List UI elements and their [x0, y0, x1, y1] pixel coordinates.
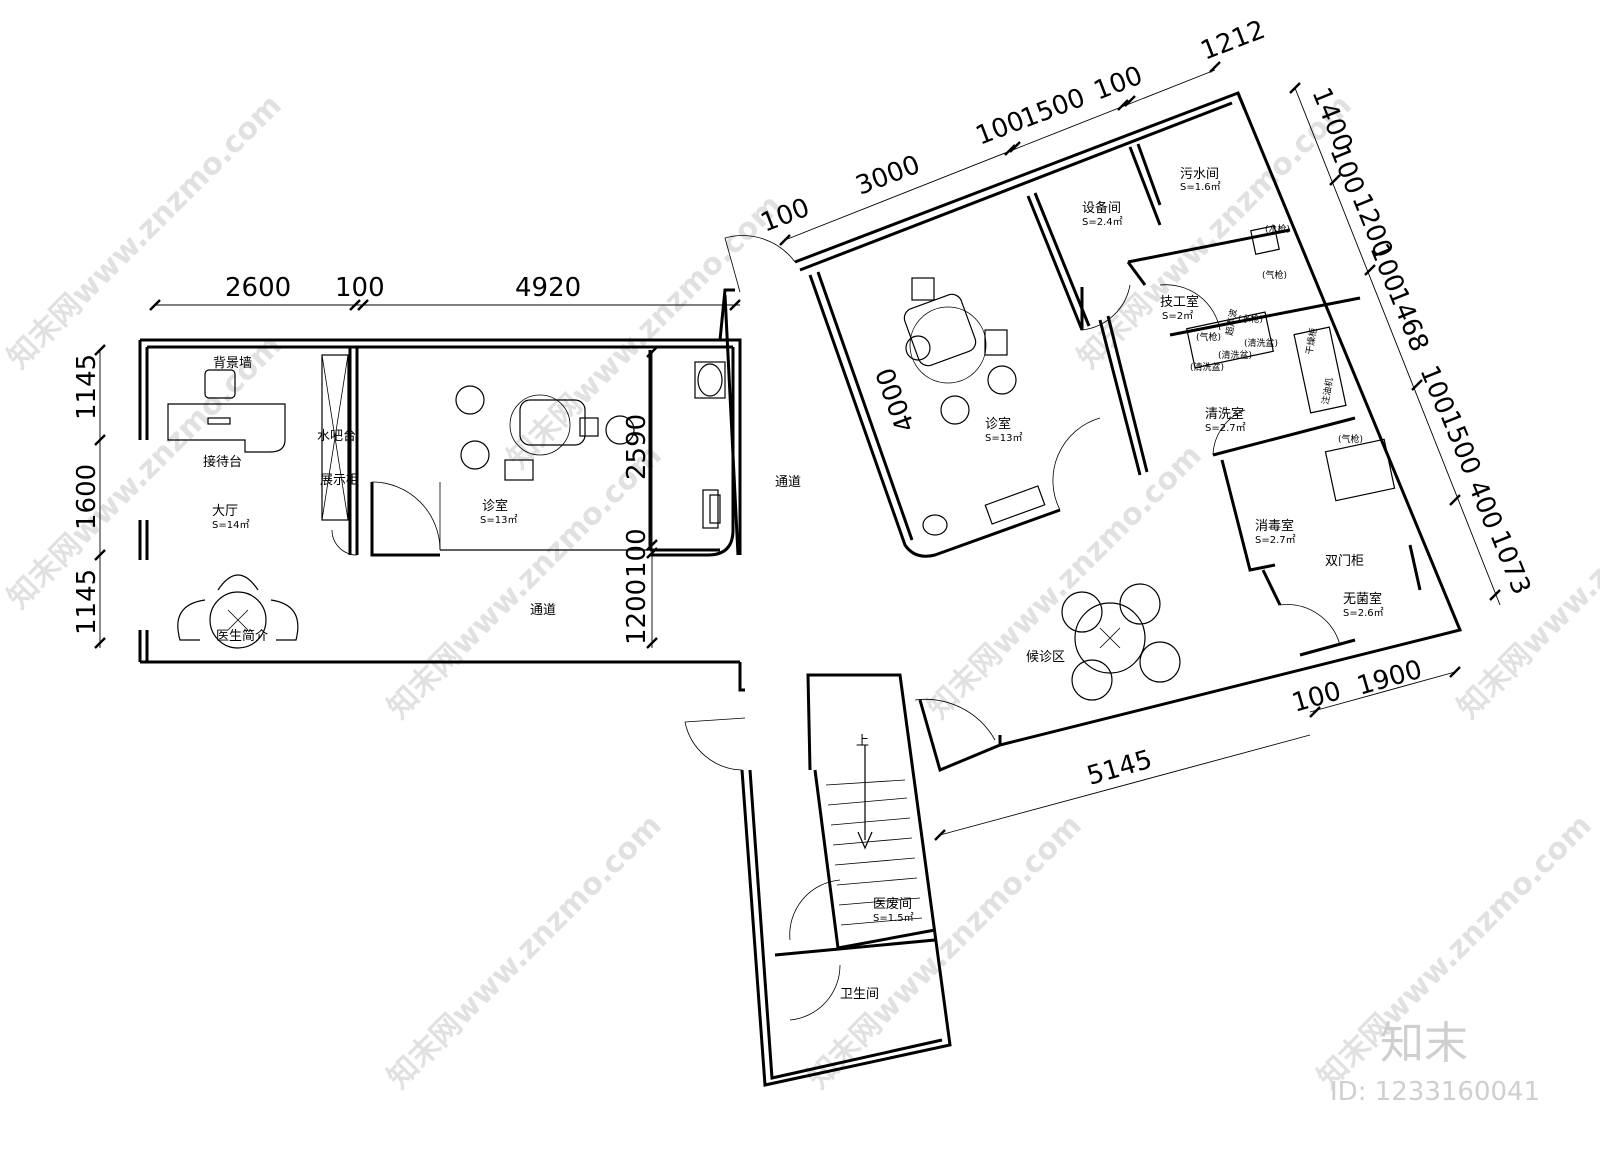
watermark-text: 知末网www.znzmo.com — [1, 328, 289, 616]
right-clinic-chair — [903, 277, 1046, 536]
label-equipment-2: 注油机 — [1319, 377, 1336, 406]
label-medical-waste: 医废间 — [873, 896, 912, 912]
watermark-text: 知末网www.znzmo.com — [1, 88, 289, 376]
left-doors — [331, 481, 441, 556]
label-medical-waste-area: S=1.5㎡ — [873, 912, 914, 924]
label-display-cabinet: 展示柜 — [320, 473, 359, 488]
label-wash-basin-3: (清洗盆) — [1244, 337, 1278, 349]
label-doctor-intro: 医生简介 — [216, 628, 268, 644]
dim-right-room-height: 4000 — [871, 363, 922, 435]
label-corridor-left: 通道 — [530, 603, 556, 618]
dim-top-left-1: 2600 — [225, 273, 291, 303]
label-disinfection: 消毒室 — [1255, 518, 1294, 534]
dim-left-2: 1600 — [72, 464, 102, 530]
label-double-cabinet: 双门柜 — [1325, 554, 1364, 569]
label-clinic-right-area: S=13㎡ — [985, 432, 1022, 444]
dim-mid-3: 1200 — [622, 579, 652, 645]
dim-tr-4: 1500 — [1017, 83, 1090, 135]
washing-fixtures — [1186, 225, 1396, 502]
dim-r-7: 1500 — [1434, 406, 1487, 479]
room-labels: 背景墙 接待台 水吧台 展示柜 大厅 S=14㎡ 医生简介 诊室 S=13㎡ 通… — [203, 167, 1384, 1002]
label-equipment-3: 超声波 — [1223, 308, 1240, 337]
lower-doors — [789, 879, 841, 1021]
dimension-lines — [94, 61, 1501, 841]
label-equipment: 设备间 — [1082, 200, 1121, 216]
label-waiting: 候诊区 — [1026, 650, 1065, 665]
watermark-text: 知末网www.znzmo.com — [381, 808, 669, 1096]
label-clinic-right: 诊室 — [985, 416, 1011, 432]
waiting-area-table — [1061, 583, 1181, 701]
left-clinic-chair — [455, 385, 635, 481]
dim-top-left-2: 100 — [335, 273, 385, 303]
dim-tr-6: 1212 — [1197, 15, 1270, 67]
left-clinic-fixtures — [694, 361, 726, 529]
stair-block-walls — [684, 662, 952, 1087]
label-corridor-mid: 通道 — [775, 475, 801, 490]
image-id-text: ID: 1233160041 — [1330, 1077, 1540, 1107]
dim-left-3: 1145 — [72, 569, 102, 635]
brand-watermark: 知末 ID: 1233160041 — [1330, 1018, 1540, 1107]
right-doors — [724, 235, 1341, 741]
label-tech-room: 技工室 — [1160, 294, 1199, 310]
dim-r-5: 1468 — [1382, 283, 1435, 356]
dim-tr-2: 3000 — [852, 150, 925, 202]
dim-mid-1: 2590 — [622, 414, 652, 480]
dim-br-1: 100 — [1289, 676, 1345, 719]
label-equipment-1: 干燥柜 — [1303, 327, 1320, 356]
watermark-text: 知末网www.znzmo.com — [921, 438, 1209, 726]
label-sewage: 污水间 — [1180, 167, 1219, 182]
label-clinic-left-area: S=13㎡ — [480, 514, 517, 526]
label-reception: 接待台 — [203, 454, 242, 470]
label-sewage-area: S=1.6㎡ — [1180, 181, 1221, 193]
dim-left-1: 1145 — [72, 354, 102, 420]
label-equipment-area: S=2.4㎡ — [1082, 216, 1123, 228]
label-toilet: 卫生间 — [840, 987, 879, 1002]
brand-logo-text: 知末 — [1380, 1018, 1468, 1069]
display-cabinet-hatch — [321, 354, 349, 521]
label-lobby: 大厅 — [212, 504, 238, 519]
dim-r-2: 100 — [1324, 141, 1370, 198]
label-disinfection-area: S=2.7㎡ — [1255, 534, 1296, 546]
label-gas-gun: (气枪) — [1196, 331, 1221, 343]
label-wash-basin-2: (清洗盆) — [1218, 349, 1252, 361]
dim-bottom-long: 5145 — [1084, 745, 1156, 792]
dim-top-left-3: 4920 — [515, 273, 581, 303]
right-wing-walls — [723, 91, 1463, 773]
label-washing: 清洗室 — [1205, 406, 1244, 422]
label-sterile-area: S=2.6㎡ — [1343, 607, 1384, 619]
dim-mid-2: 100 — [622, 528, 652, 578]
label-gas-gun-low: (气枪) — [1338, 433, 1363, 445]
label-sterile: 无菌室 — [1343, 591, 1382, 607]
label-clinic-left: 诊室 — [482, 498, 508, 514]
label-stair-up: 上 — [856, 734, 869, 749]
label-water-gun: (水枪) — [1265, 223, 1290, 235]
stair-treads — [825, 745, 923, 926]
dim-r-9: 1073 — [1484, 526, 1537, 599]
watermark-text: 知末网www.znzmo.com — [801, 808, 1089, 1096]
dim-tr-5: 100 — [1090, 61, 1147, 107]
label-lobby-area: S=14㎡ — [212, 519, 249, 531]
dim-br-2: 1900 — [1354, 655, 1426, 702]
label-wash-basin-1: (清洗盆) — [1190, 361, 1224, 373]
label-water-bar: 水吧台 — [317, 429, 356, 444]
lobby-table-set — [177, 574, 299, 649]
label-water-gun-2: (水枪) — [1238, 313, 1263, 325]
reception-desk — [167, 369, 286, 453]
label-background-wall: 背景墙 — [213, 356, 252, 371]
left-wing-walls — [138, 288, 742, 664]
label-gas-gun-top: (气枪) — [1262, 269, 1287, 281]
label-tech-room-area: S=2㎡ — [1162, 310, 1193, 322]
label-washing-area: S=2.7㎡ — [1205, 422, 1246, 434]
